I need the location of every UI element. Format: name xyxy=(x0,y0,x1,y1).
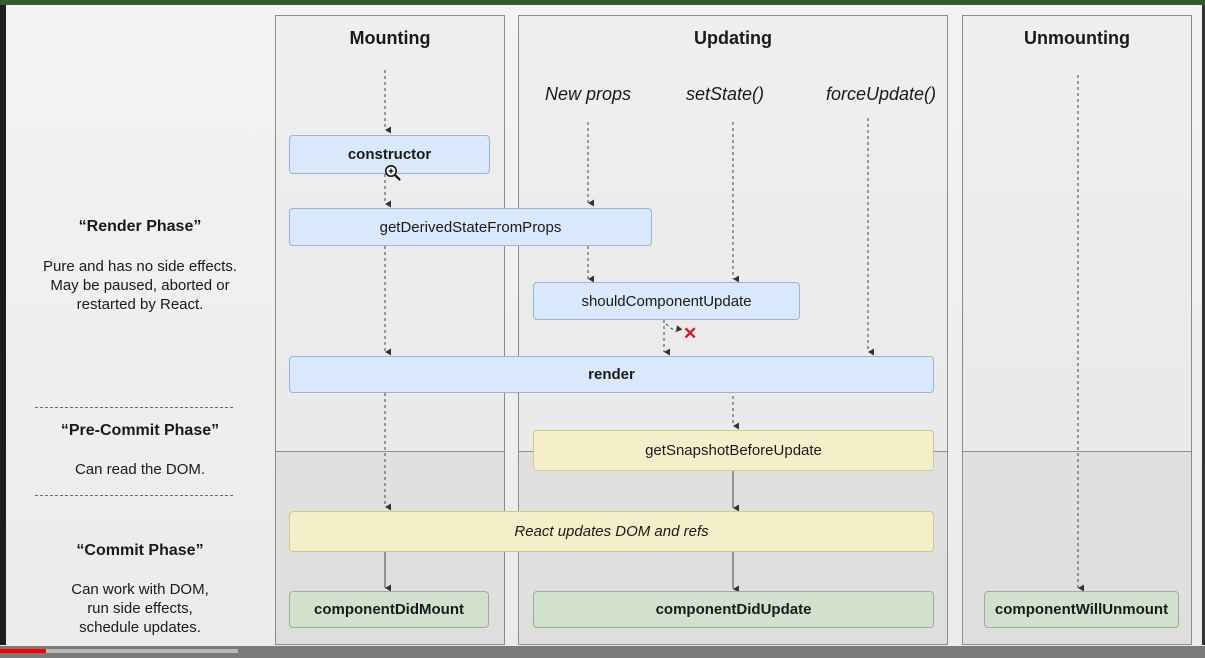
should-component-update-label: shouldComponentUpdate xyxy=(581,292,752,310)
render-label: render xyxy=(588,366,635,383)
component-did-update-box: componentDidUpdate xyxy=(533,591,934,628)
trigger-set-state: setState() xyxy=(686,84,765,104)
get-derived-state-from-props-label: getDerivedStateFromProps xyxy=(379,218,562,236)
commit-phase-description: Can work with DOM, run side effects, sch… xyxy=(20,580,260,637)
video-buffer-track xyxy=(0,649,238,653)
get-snapshot-before-update-label: getSnapshotBeforeUpdate xyxy=(645,442,822,459)
get-snapshot-before-update-box: getSnapshotBeforeUpdate xyxy=(533,430,934,471)
video-progress-fill xyxy=(0,649,46,653)
render-phase-line: Pure and has no side effects. xyxy=(42,258,238,275)
commit-phase-line: run side effects, xyxy=(87,600,193,617)
react-updates-dom-label: React updates DOM and refs xyxy=(514,523,709,540)
phase-separator xyxy=(35,495,233,496)
component-did-update-label: componentDidUpdate xyxy=(655,601,812,618)
get-derived-state-from-props-box: getDerivedStateFromProps xyxy=(289,208,652,246)
window-top-bar xyxy=(0,0,1205,5)
video-progress-bar[interactable] xyxy=(0,646,1205,658)
arrow-scu-cancel xyxy=(665,323,683,333)
render-phase-line: restarted by React. xyxy=(76,296,204,313)
render-box: render xyxy=(289,356,934,393)
left-edge xyxy=(0,5,6,645)
render-phase-description: Pure and has no side effects. May be pau… xyxy=(20,257,260,314)
unmounting-commit-section xyxy=(962,451,1192,645)
react-updates-dom-box: React updates DOM and refs xyxy=(289,511,934,552)
commit-phase-line: schedule updates. xyxy=(79,619,201,636)
render-phase-line: May be paused, aborted or xyxy=(50,277,230,294)
updating-header: Updating xyxy=(694,28,772,48)
component-did-mount-box: componentDidMount xyxy=(289,591,489,628)
component-did-mount-label: componentDidMount xyxy=(314,601,464,618)
trigger-force-update: forceUpdate() xyxy=(826,84,937,104)
commit-phase-title: “Commit Phase” xyxy=(76,542,204,559)
trigger-new-props: New props xyxy=(545,84,632,104)
pre-commit-phase-description: Can read the DOM. xyxy=(20,460,260,479)
component-will-unmount-label: componentWillUnmount xyxy=(994,601,1169,618)
commit-phase-line: Can work with DOM, xyxy=(71,581,209,598)
constructor-box: constructor xyxy=(289,135,490,174)
pre-commit-phase-title: “Pre-Commit Phase” xyxy=(60,422,220,439)
right-edge xyxy=(1202,5,1205,645)
mounting-header: Mounting xyxy=(349,28,431,48)
zoom-in-cursor-icon xyxy=(385,165,401,181)
cancel-icon: ✕ xyxy=(683,324,698,343)
unmounting-header: Unmounting xyxy=(1024,28,1130,48)
render-phase-title: “Render Phase” xyxy=(78,218,202,235)
constructor-label: constructor xyxy=(347,146,432,163)
phase-separator xyxy=(35,407,233,408)
component-will-unmount-box: componentWillUnmount xyxy=(984,591,1179,628)
pre-commit-phase-line: Can read the DOM. xyxy=(74,461,206,478)
should-component-update-box: shouldComponentUpdate xyxy=(533,282,800,320)
